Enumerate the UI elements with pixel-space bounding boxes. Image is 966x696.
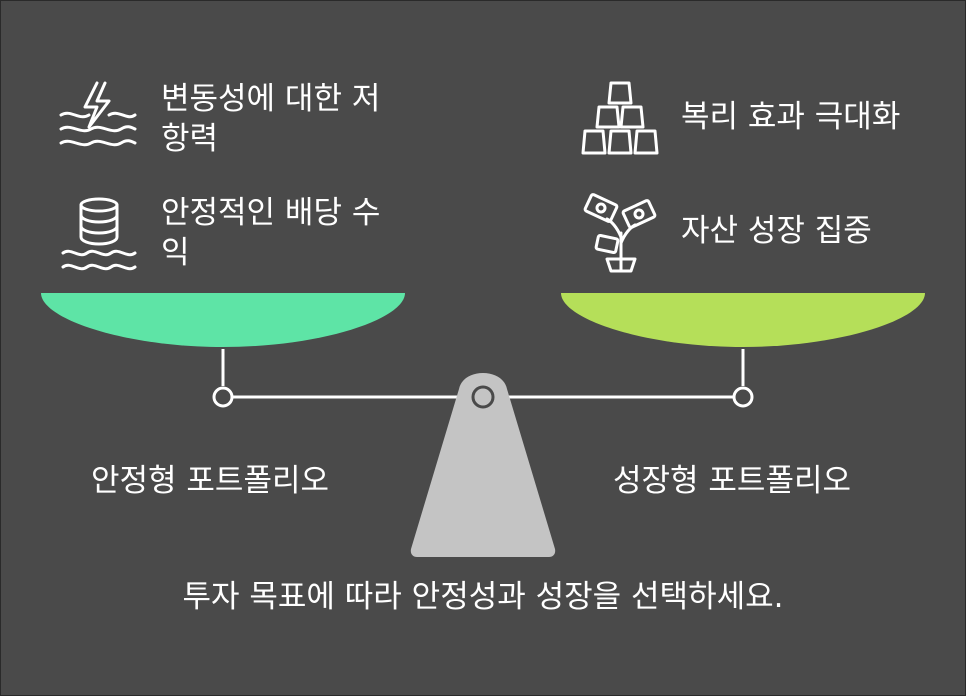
stacked-gold-bars-icon bbox=[579, 79, 661, 161]
left-pivot bbox=[212, 386, 234, 408]
footer-caption: 투자 목표에 따라 안정성과 성장을 선택하세요. bbox=[182, 579, 784, 615]
left-pan bbox=[41, 293, 405, 347]
stable-portfolio-label: 안정형 포트폴리오 bbox=[91, 463, 330, 499]
right-pan bbox=[561, 293, 925, 347]
benefit-asset-growth: 자산 성장 집중 bbox=[681, 213, 872, 249]
growth-portfolio-label: 성장형 포트폴리오 bbox=[613, 463, 852, 499]
money-plant-icon bbox=[581, 193, 661, 279]
right-pivot bbox=[732, 386, 754, 408]
benefit-compound-effect: 복리 효과 극대화 bbox=[681, 99, 901, 135]
lightning-waves-icon bbox=[57, 79, 139, 161]
scale-base bbox=[410, 373, 556, 557]
coin-stack-water-icon bbox=[59, 195, 139, 277]
center-pivot bbox=[471, 385, 495, 409]
benefit-stable-dividends: 안정적인 배당 수 익 bbox=[161, 195, 381, 271]
benefit-volatility-resistance: 변동성에 대한 저 항력 bbox=[161, 81, 381, 157]
